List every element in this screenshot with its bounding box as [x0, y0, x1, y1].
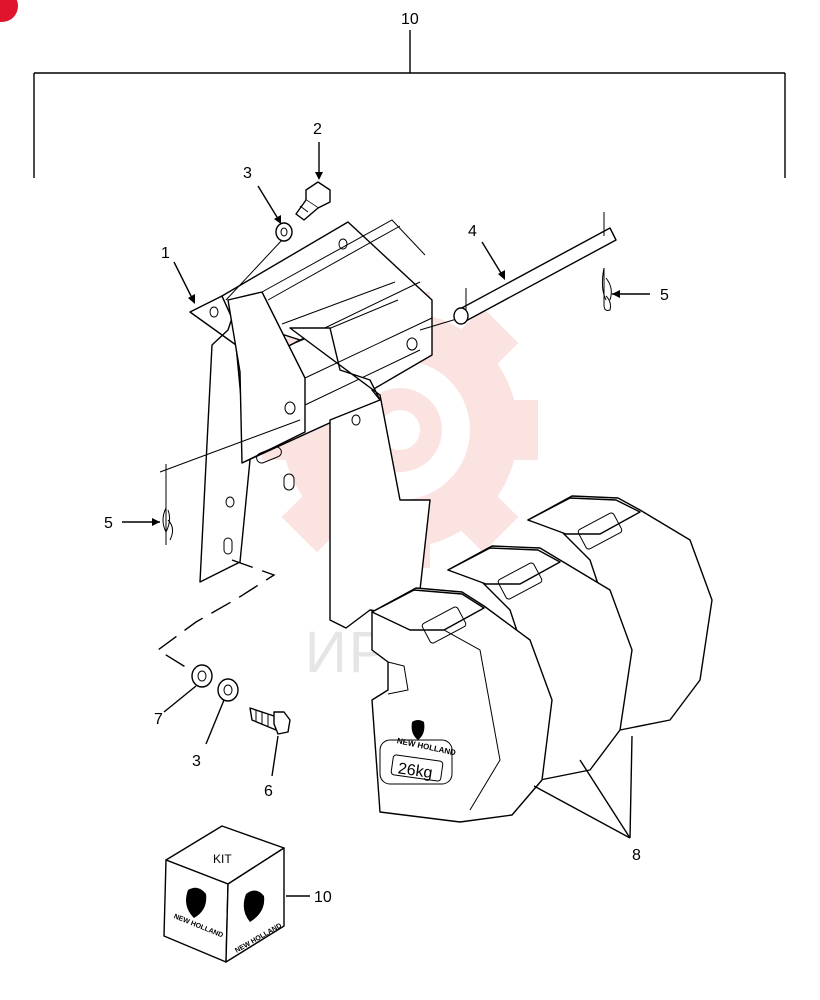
callout-4: 4 [468, 223, 477, 240]
clip-pin-right-part [601, 267, 612, 311]
callout-3-top: 3 [243, 165, 252, 182]
new-holland-leaf-icon [411, 720, 425, 740]
callout-5-left: 5 [104, 515, 113, 532]
bolt-top-part [295, 181, 331, 221]
pin-axis-line [159, 419, 301, 473]
kit-label: KIT [213, 852, 232, 866]
callout-10-top: 10 [401, 11, 419, 28]
corner-marker [0, 0, 18, 22]
callout-8-leaders [533, 735, 633, 839]
callout-8: 8 [632, 847, 641, 864]
weight-mass-label: 26kg [397, 760, 434, 782]
clip-pin-left-part [162, 464, 174, 545]
ballast-weights-part [371, 495, 713, 823]
assembly-dash-path [156, 559, 276, 677]
callout-5-right: 5 [660, 287, 669, 304]
washer-top-part [275, 222, 293, 242]
callout-7: 7 [154, 711, 163, 728]
bolt-bottom-part [249, 707, 291, 735]
lock-washer-part [191, 664, 213, 688]
hinge-pin-part [453, 212, 617, 325]
callout-3-bottom: 3 [192, 753, 201, 770]
assembly-bracket [33, 30, 786, 178]
kit-box-icon [163, 825, 285, 963]
washer-bottom-part [217, 678, 239, 702]
callout-6: 6 [264, 783, 273, 800]
callout-1: 1 [161, 245, 170, 262]
mounting-bracket-part [189, 219, 433, 629]
callout-10-kit: 10 [314, 889, 332, 906]
callout-2: 2 [313, 121, 322, 138]
